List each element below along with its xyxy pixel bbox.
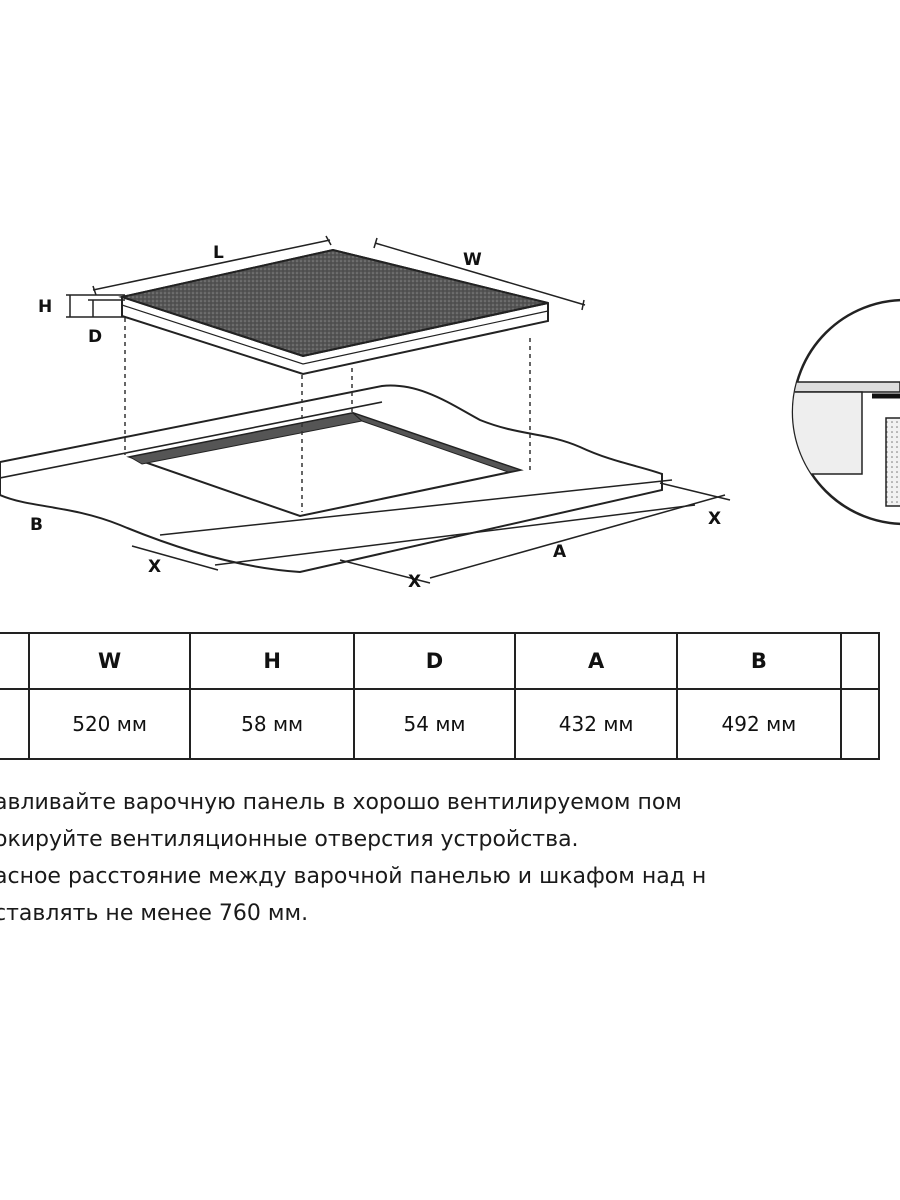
installation-diagram: L W H D B A X X X: [0, 235, 900, 592]
table-header-cell: W: [27, 632, 192, 690]
label-X-bottom: X: [408, 572, 421, 592]
table-header-cell: D: [352, 632, 517, 690]
label-X-left: X: [148, 557, 161, 577]
table-cell: 54 мм: [352, 688, 517, 760]
table-cell: [0, 688, 30, 760]
table-cell: 432 мм: [514, 688, 679, 760]
detail-circle: [791, 298, 900, 526]
table-header-cell: A: [514, 632, 679, 690]
table-cell: 58 мм: [189, 688, 355, 760]
table-header-cell: [0, 632, 30, 690]
dimension-lines: [66, 235, 731, 584]
table-cell: 520 мм: [27, 688, 192, 760]
table-header-cell: H: [189, 632, 355, 690]
dimensions-table: W H D A B 520 мм 58 мм 54 мм 432 мм 492 …: [0, 632, 881, 760]
countertop-cutout: [126, 411, 524, 518]
projection-lines: [124, 318, 531, 512]
table-cell: 492 мм: [676, 688, 842, 760]
label-A: A: [553, 542, 567, 562]
note-line: асное расстояние между варочной панелью …: [0, 864, 707, 889]
table-cell: [839, 688, 881, 760]
label-W: W: [463, 250, 482, 270]
label-B: B: [30, 515, 43, 535]
note-line: авливайте варочную панель в хорошо венти…: [0, 790, 682, 815]
note-line: ставлять не менее 760 мм.: [0, 901, 309, 926]
label-L: L: [213, 243, 224, 263]
table-row: 520 мм 58 мм 54 мм 432 мм 492 мм: [0, 688, 881, 760]
hob-panel: [118, 248, 549, 376]
table-header-cell: [839, 632, 881, 690]
label-X-right: X: [708, 509, 721, 529]
table-header-row: W H D A B: [0, 632, 881, 690]
label-D: D: [88, 327, 102, 347]
note-line: окируйте вентиляционные отверстия устрой…: [0, 827, 579, 852]
table-header-cell: B: [676, 632, 842, 690]
label-H: H: [38, 297, 52, 317]
installation-notes: авливайте варочную панель в хорошо венти…: [0, 784, 900, 932]
